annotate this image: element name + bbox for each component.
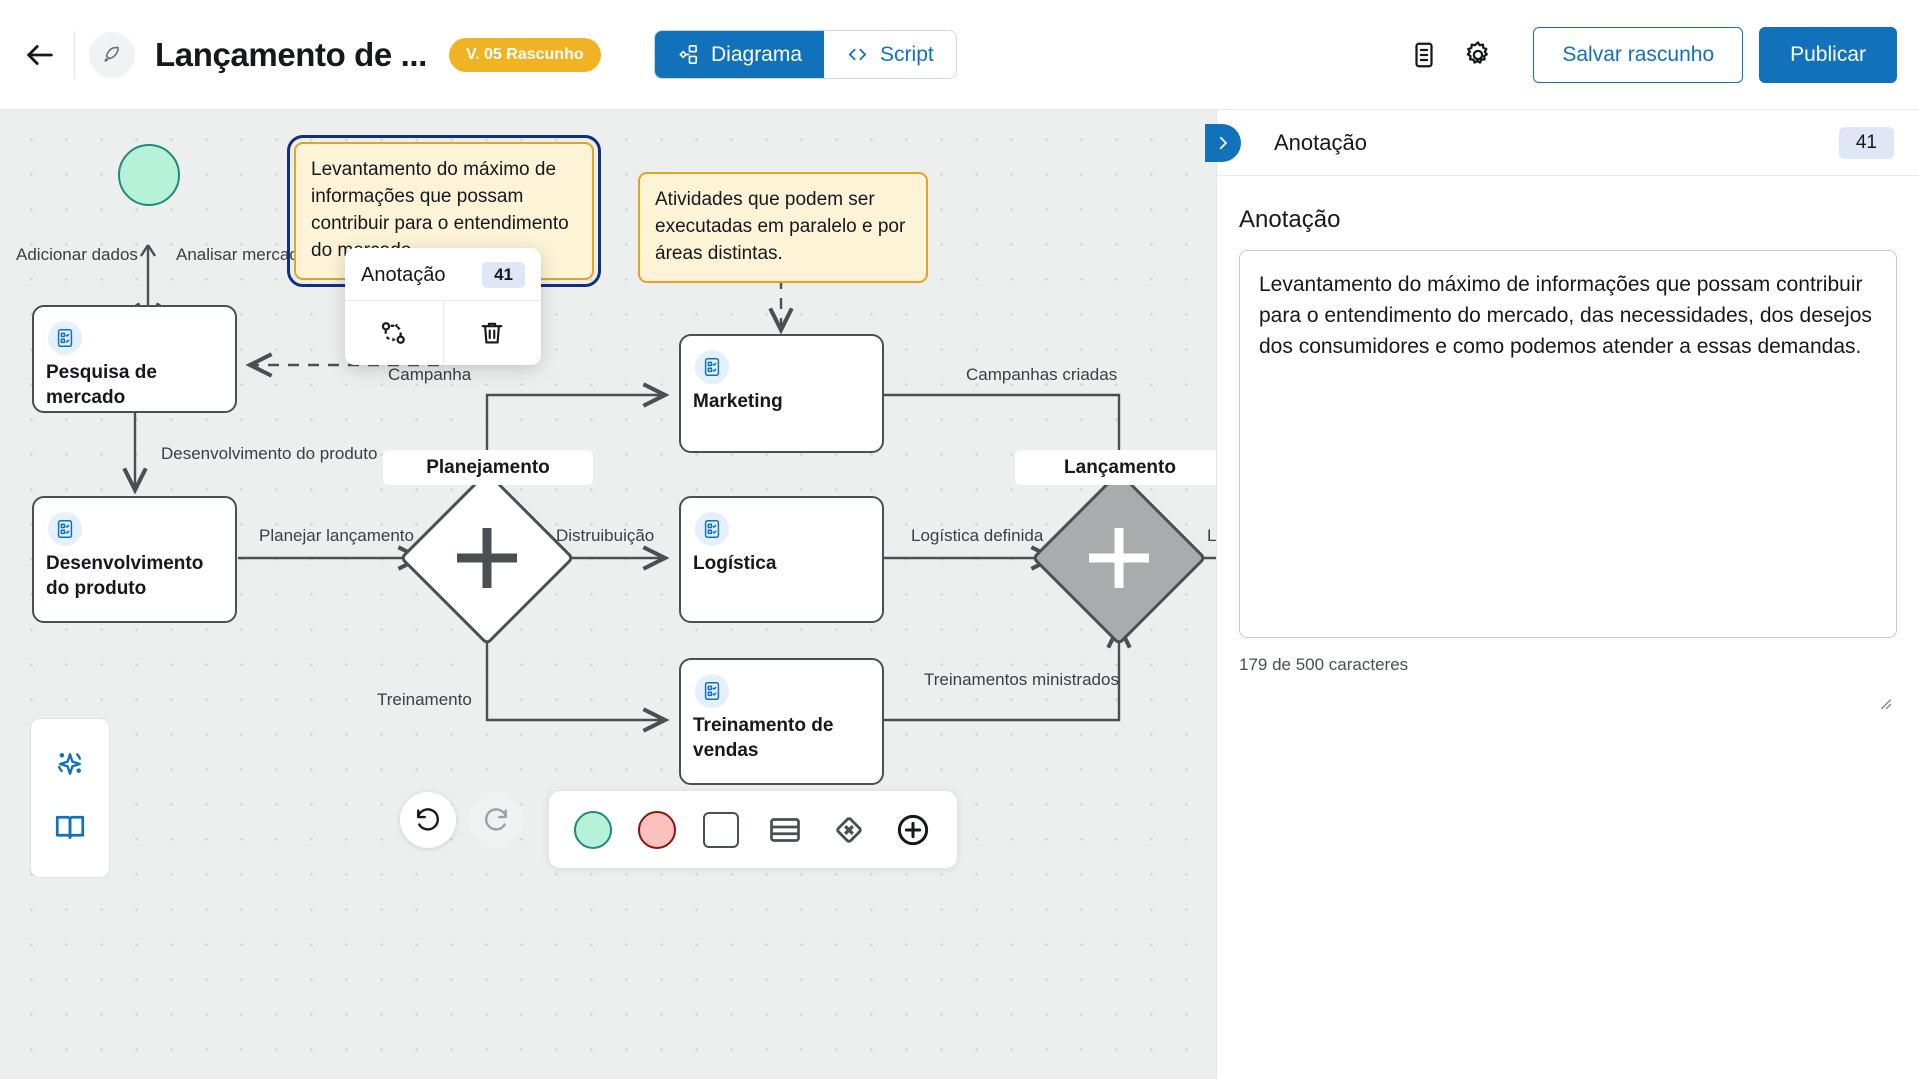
gear-icon: [1467, 41, 1489, 64]
edge-label-campanha: Campanha: [388, 365, 472, 384]
task-node-logistica[interactable]: Logística: [679, 496, 884, 623]
tab-diagrama[interactable]: Diagrama: [655, 31, 825, 78]
task-node-desenvolvimento[interactable]: Desenvolvimento do produto: [32, 496, 237, 623]
popup-header: Anotação 41: [345, 248, 541, 301]
palette-add-more[interactable]: [885, 801, 941, 858]
side-panel-body: Anotação 179 de 500 caracteres: [1217, 176, 1919, 710]
rocket-icon: [104, 46, 119, 62]
edge-label-planejar-lancamento: Planejar lançamento: [259, 526, 414, 545]
annotation-textarea[interactable]: [1239, 250, 1897, 638]
connect-button[interactable]: [345, 301, 443, 365]
edge-label-distribuicao: Distruibuição: [556, 526, 655, 545]
annotation-note-parallel[interactable]: Atividades que podem ser executadas em p…: [638, 172, 928, 283]
diagram-canvas[interactable]: Adicionar dados Analisar mercado Campanh…: [0, 110, 1216, 1079]
redo-icon: [484, 808, 507, 831]
side-panel-header: Anotação 41: [1205, 110, 1919, 176]
pool-label-planejamento[interactable]: Planejamento: [383, 450, 593, 485]
popup-actions: [345, 301, 541, 365]
annotation-side-panel: Anotação 41 Anotação 179 de 500 caracter…: [1205, 110, 1919, 1079]
header-divider: [74, 30, 75, 79]
task-node-label: Treinamento de vendas: [693, 715, 834, 761]
task-form-icon: [695, 674, 729, 708]
task-node-label: Marketing: [693, 391, 783, 412]
task-form-icon: [695, 350, 729, 384]
save-draft-button[interactable]: Salvar rascunho: [1533, 27, 1744, 83]
undo-icon: [417, 808, 440, 831]
book-icon: [55, 815, 85, 839]
header-actions: Salvar rascunho Publicar: [1397, 0, 1897, 110]
shape-palette: [548, 790, 958, 869]
version-badge: V. 05 Rascunho: [448, 37, 601, 72]
documentation-button[interactable]: [52, 809, 88, 850]
task-form-icon: [695, 512, 729, 546]
lane-icon: [770, 817, 800, 842]
start-event-node[interactable]: [118, 144, 180, 206]
task-node-treinamento[interactable]: Treinamento de vendas: [679, 658, 884, 785]
undo-button[interactable]: [400, 792, 456, 848]
square-icon: [703, 811, 739, 848]
edge-label-adicionar-dados: Adicionar dados: [16, 245, 138, 264]
sparkle-ai-icon: [58, 753, 82, 775]
document-button[interactable]: [1397, 28, 1451, 82]
red-circle-icon: [638, 810, 676, 849]
left-tool-panel: [30, 718, 110, 878]
task-node-pesquisa[interactable]: Pesquisa de mercado: [32, 305, 237, 413]
pool-label-lancamento[interactable]: Lançamento: [1015, 450, 1216, 485]
chevron-right-icon: [1219, 136, 1227, 150]
back-button[interactable]: [14, 29, 66, 81]
edge-label-logistica-definida: Logística definida: [911, 526, 1044, 545]
diagram-icon: [679, 45, 697, 64]
code-icon: [848, 48, 867, 61]
palette-lane[interactable]: [757, 801, 813, 858]
palette-task[interactable]: [693, 801, 749, 858]
app-header: Lançamento de ... V. 05 Rascunho Diagram…: [0, 0, 1919, 110]
annotation-context-popup: Anotação 41: [345, 248, 541, 365]
edge-label-desenvolvimento-produto: Desenvolvimento do produto: [161, 444, 378, 463]
task-form-icon: [48, 512, 82, 546]
plus-circle-icon: [897, 814, 929, 845]
gateway-diamond-icon: [836, 816, 862, 843]
tab-script-label: Script: [880, 42, 934, 66]
edge-label-lancamento-cut: L: [1207, 526, 1216, 545]
connection-icon: [381, 322, 405, 344]
page-title: Lançamento de ...: [155, 35, 427, 73]
document-avatar: [89, 31, 135, 78]
trash-icon: [481, 322, 503, 344]
undo-redo-group: [400, 792, 524, 848]
character-counter: 179 de 500 caracteres: [1239, 655, 1409, 674]
side-panel-title: Anotação: [1274, 129, 1367, 155]
publish-button[interactable]: Publicar: [1759, 27, 1897, 83]
side-panel-count-badge: 41: [1838, 126, 1894, 159]
settings-button[interactable]: [1451, 28, 1505, 82]
edge-label-treinamento: Treinamento: [377, 690, 472, 709]
arrow-left-icon: [27, 44, 53, 65]
green-circle-icon: [574, 810, 612, 849]
palette-end-event[interactable]: [629, 801, 685, 858]
popup-count-badge: 41: [482, 262, 525, 288]
redo-button[interactable]: [468, 792, 524, 848]
task-node-label: Logística: [693, 553, 777, 574]
edge-label-analisar-mercado: Analisar mercado: [176, 245, 309, 264]
document-icon: [1415, 42, 1433, 68]
tab-diagrama-label: Diagrama: [711, 42, 803, 66]
gateway-plus-icon: [1089, 528, 1149, 588]
view-mode-tabs: Diagrama Script: [654, 30, 957, 79]
annotation-field-label: Anotação: [1239, 206, 1341, 233]
task-form-icon: [48, 321, 82, 355]
textarea-resize-handle[interactable]: [1878, 696, 1892, 710]
gateway-plus-icon: [457, 528, 517, 588]
edge-label-campanhas-criadas: Campanhas criadas: [966, 365, 1118, 384]
tab-script[interactable]: Script: [824, 31, 956, 78]
palette-start-event[interactable]: [565, 801, 621, 858]
edge-label-treinamentos-ministrados: Treinamentos ministrados: [924, 670, 1119, 689]
popup-title: Anotação: [361, 263, 446, 286]
task-node-label: Desenvolvimento do produto: [46, 553, 204, 599]
task-node-label: Pesquisa de mercado: [46, 362, 157, 408]
task-node-marketing[interactable]: Marketing: [679, 334, 884, 453]
palette-gateway[interactable]: [821, 801, 877, 858]
delete-button[interactable]: [442, 301, 542, 365]
ai-assistant-button[interactable]: [52, 746, 88, 787]
collapse-panel-button[interactable]: [1205, 124, 1241, 162]
